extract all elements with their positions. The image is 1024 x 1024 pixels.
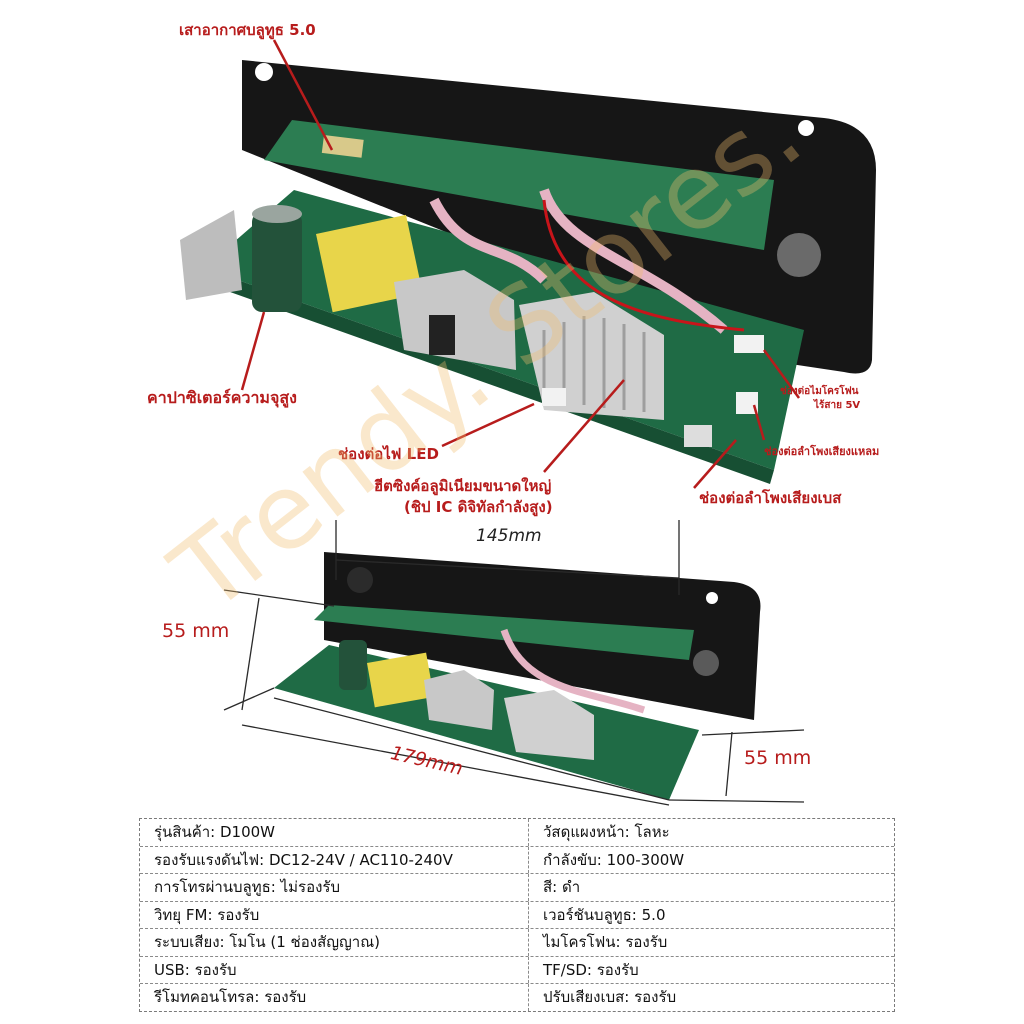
callout-mic-port: ช่องต่อไมโครโฟน <box>780 386 859 397</box>
spec-cell-bluetooth-version: เวอร์ชันบลูทูธ: 5.0 <box>543 905 666 924</box>
spec-cell-microphone: ไมโครโฟน: รองรับ <box>543 933 668 951</box>
spec-row: รุ่นสินค้า: D100W วัสดุแผงหน้า: โลหะ <box>140 819 894 847</box>
callout-bluetooth-antenna: เสาอากาศบลูทูธ 5.0 <box>179 21 316 39</box>
spec-cell-tf-sd: TF/SD: รองรับ <box>543 960 639 979</box>
callout-heatsink-subtitle: (ชิป IC ดิจิทัลกำลังสูง) <box>404 498 553 516</box>
spec-cell-voltage: รองรับแรงดันไฟ: DC12-24V / AC110-240V <box>140 846 529 873</box>
spec-table: รุ่นสินค้า: D100W วัสดุแผงหน้า: โลหะ รอง… <box>139 818 895 1012</box>
spec-cell-color: สี: ดำ <box>543 878 581 896</box>
spec-cell-remote: รีโมทคอนโทรล: รองรับ <box>140 984 529 1011</box>
dimension-diagram: 145mm 55 mm 179mm 55 mm <box>124 520 904 810</box>
bass-connector <box>684 425 712 447</box>
callout-tweeter-port: ช่องต่อลำโพงเสียงแหลม <box>764 445 880 458</box>
spec-cell-power: กำลังขับ: 100-300W <box>543 850 685 869</box>
spec-cell-bluetooth-calls: การโทรผ่านบลูทูธ: ไม่รองรับ <box>140 874 529 901</box>
spec-cell-bass-adjust: ปรับเสียงเบส: รองรับ <box>543 988 677 1006</box>
dimension-board-illustration <box>223 520 805 806</box>
power-transistor <box>429 315 455 355</box>
speaker-grille <box>777 233 821 277</box>
capacitor <box>252 212 302 312</box>
left-heatsink <box>180 210 242 300</box>
panel-mount-hole <box>255 63 273 81</box>
spec-row: วิทยุ FM: รองรับ เวอร์ชันบลูทูธ: 5.0 <box>140 901 894 929</box>
spec-row: รีโมทคอนโทรล: รองรับ ปรับเสียงเบส: รองรั… <box>140 984 894 1011</box>
spec-row: การโทรผ่านบลูทูธ: ไม่รองรับ สี: ดำ <box>140 874 894 902</box>
spec-row: ระบบเสียง: โมโน (1 ช่องสัญญาณ) ไมโครโฟน:… <box>140 929 894 957</box>
spec-row: รองรับแรงดันไฟ: DC12-24V / AC110-240V กำ… <box>140 846 894 874</box>
dimension-height-left-label: 55 mm <box>162 620 230 642</box>
mic-connector <box>734 335 764 353</box>
product-photo-main <box>124 0 901 518</box>
spec-cell-audio-system: ระบบเสียง: โมโน (1 ช่องสัญญาณ) <box>140 929 529 956</box>
callout-capacitor: คาปาซิเตอร์ความจุสูง <box>147 388 297 407</box>
tweeter-connector <box>736 392 758 414</box>
dimension-height-right-label: 55 mm <box>744 747 812 769</box>
callout-bass-port: ช่องต่อลำโพงเสียงเบส <box>699 489 842 507</box>
led-connector <box>542 388 566 406</box>
spec-cell-usb: USB: รองรับ <box>140 956 529 983</box>
callout-mic-port-voltage: ไร้สาย 5V <box>814 400 861 411</box>
callout-heatsink-title: ฮีตซิงค์อลูมิเนียมขนาดใหญ่ <box>374 477 552 495</box>
bluetooth-module <box>321 135 364 158</box>
control-pcb <box>264 120 774 250</box>
panel-mount-hole <box>798 120 814 136</box>
callout-led-port: ช่องต่อไฟ LED <box>338 445 439 463</box>
spec-row: USB: รองรับ TF/SD: รองรับ <box>140 956 894 984</box>
spec-cell-fm-radio: วิทยุ FM: รองรับ <box>140 901 529 928</box>
spec-cell-model: รุ่นสินค้า: D100W <box>140 819 529 846</box>
amplifier-board-illustration <box>180 39 876 489</box>
dimension-width-label: 145mm <box>476 526 542 546</box>
spec-cell-panel-material: วัสดุแผงหน้า: โลหะ <box>543 823 670 841</box>
